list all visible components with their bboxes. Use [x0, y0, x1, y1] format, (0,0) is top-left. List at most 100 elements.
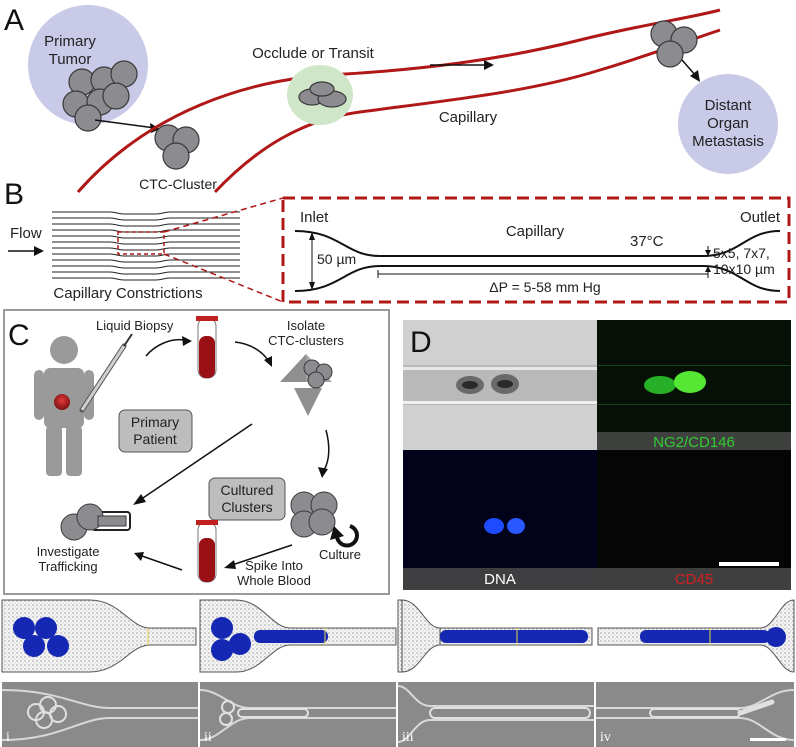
- metastasis-cluster: [650, 20, 698, 68]
- ctc-cluster-cells: [154, 124, 200, 170]
- panel-c: C Liquid Biopsy Isolate CTC-clusters: [3, 309, 390, 595]
- cultured-label-2: Clusters: [221, 499, 272, 515]
- culture-arrow: [318, 467, 328, 478]
- primary-patient-label-1: Primary: [131, 414, 179, 430]
- temperature-label: 37°C: [630, 233, 664, 250]
- biopsy-arrow: [182, 336, 192, 346]
- stage-label-iv: iv: [600, 730, 611, 745]
- channel-wall-top: [294, 230, 781, 257]
- spike-label-2: Whole Blood: [237, 573, 311, 588]
- flow-arrowhead: [484, 60, 494, 70]
- dna-nucleus-left: [484, 518, 504, 534]
- constriction-channel: [52, 271, 240, 275]
- isolate-label-2: CTC-clusters: [268, 333, 344, 348]
- constriction-channel: [52, 265, 240, 269]
- stage-label-ii: ii: [204, 730, 212, 745]
- capillary-wall-upper: [76, 8, 721, 193]
- brightfield-cells: [456, 374, 519, 394]
- micrograph-i: i: [1, 682, 198, 747]
- sizes-label-2: 10x10 µm: [713, 261, 775, 277]
- investigate-icon: [60, 503, 131, 541]
- cultured-clusters-box: [208, 477, 286, 521]
- primary-tumor-label-1: Primary: [44, 33, 96, 50]
- distant-label-3: Metastasis: [692, 133, 764, 150]
- inlet-label: Inlet: [300, 209, 329, 226]
- cultured-cluster: [290, 491, 338, 538]
- distant-label-2: Organ: [707, 115, 749, 132]
- investigate-label-2: Trafficking: [38, 559, 97, 574]
- blood-tube-1-icon: [196, 316, 218, 379]
- primary-patient-box: [118, 409, 193, 453]
- zoom-source-box: [117, 231, 165, 255]
- panel-b-letter: B: [4, 178, 24, 211]
- constriction-channel: [52, 235, 240, 239]
- cultured-label-1: Cultured: [221, 482, 274, 498]
- primary-patient-label-2: Patient: [133, 431, 177, 447]
- width-label: 50 µm: [317, 251, 356, 267]
- channel-wall-bottom: [294, 265, 781, 292]
- constriction-channel: [52, 247, 240, 251]
- primary-tumor-label-2: Tumor: [49, 51, 92, 68]
- capillary-label-b: Capillary: [506, 223, 565, 240]
- constriction-channel: [52, 241, 240, 245]
- micrograph-ii: ii: [199, 682, 396, 747]
- tumor-arrow: [94, 119, 156, 129]
- zoom-line-top: [163, 197, 284, 233]
- panel-a: A Primary Tumor CTC-Cluster Occlude or T…: [4, 4, 778, 194]
- scale-bar-d: [719, 562, 779, 566]
- stage-label-i: i: [6, 730, 10, 745]
- isolate-label-1: Isolate: [287, 318, 325, 333]
- dna-nucleus-right: [507, 518, 525, 534]
- pressure-label: ΔP = 5-58 mm Hg: [489, 279, 600, 295]
- panel-c-letter: C: [8, 319, 30, 352]
- spike-arrow: [224, 560, 236, 569]
- culture-label: Culture: [319, 547, 361, 562]
- zoom-detail-box: [281, 196, 791, 304]
- panel-c-frame: [3, 309, 390, 595]
- micrograph-iii: iii: [397, 682, 594, 747]
- ng2-cell-left: [644, 376, 676, 394]
- panel-a-letter: A: [4, 4, 24, 37]
- cd45-fluorescence-image: [597, 450, 791, 590]
- capillary-constrictions-label: Capillary Constrictions: [53, 285, 202, 302]
- distant-label-1: Distant: [705, 97, 753, 114]
- blood-tube-2-icon: [196, 520, 218, 583]
- micrograph-iv: iv: [596, 682, 795, 747]
- outlet-label: Outlet: [740, 209, 781, 226]
- panel-b: B Flow Capillary Constrictions Inlet Out…: [4, 178, 791, 304]
- tumor-site: [54, 394, 70, 410]
- panel-d: D NG2/CD146 DNA CD45: [403, 320, 791, 590]
- occlude-transit-label: Occlude or Transit: [252, 45, 375, 62]
- sizes-label-1: 5x5, 7x7,: [713, 245, 770, 261]
- ng2-cell-right: [674, 371, 706, 393]
- simulation-iii: [397, 599, 593, 673]
- distant-organ-region: [678, 74, 778, 174]
- spike-label-1: Spike Into: [245, 558, 303, 573]
- trafficking-arrow: [134, 552, 144, 561]
- simulation-iv: [597, 599, 795, 673]
- scale-bar-e: [750, 738, 786, 741]
- constriction-channel: [52, 259, 240, 263]
- panel-e: E: [1, 599, 795, 747]
- investigate-arrow: [133, 494, 146, 505]
- dna-label: DNA: [484, 571, 516, 588]
- constriction-channel: [52, 223, 240, 227]
- ng2-label: NG2/CD146: [653, 434, 735, 451]
- stage-label-iii: iii: [402, 730, 414, 745]
- pressure-dimension: [377, 270, 709, 278]
- simulation-i: [1, 599, 197, 673]
- constriction-array: [52, 211, 240, 281]
- liquid-biopsy-label: Liquid Biopsy: [96, 318, 174, 333]
- flow-label-arrowhead: [34, 246, 44, 256]
- zoom-line-bottom: [163, 253, 284, 303]
- cd45-label: CD45: [675, 571, 713, 588]
- simulation-ii: [199, 599, 397, 673]
- syringe-icon: [79, 333, 133, 413]
- ctc-cluster-label: CTC-Cluster: [139, 176, 217, 192]
- constriction-channel: [52, 277, 240, 281]
- capillary-label-a: Capillary: [439, 109, 498, 126]
- constriction-channel: [52, 211, 240, 215]
- isolated-cluster: [303, 359, 333, 389]
- isolate-arrow: [264, 356, 272, 367]
